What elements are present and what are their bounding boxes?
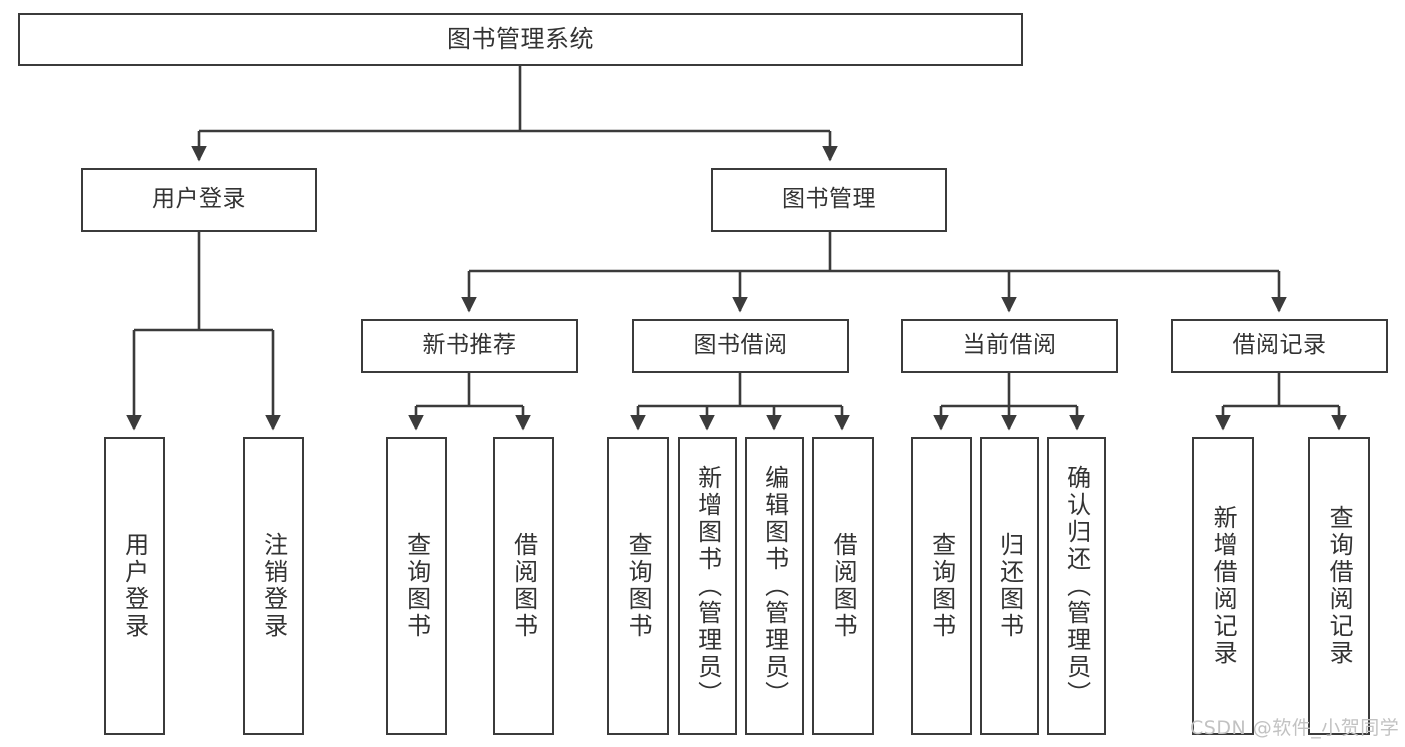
node-user-login-label: 用户登录: [152, 186, 246, 213]
node-leaf-user-login[interactable]: 用户登录: [104, 437, 165, 735]
node-leaf-return-book[interactable]: 归还图书: [980, 437, 1039, 735]
node-leaf-add-book-label: 新增图书（管理员）: [693, 464, 722, 708]
node-leaf-edit-book-label: 编辑图书（管理员）: [760, 464, 789, 708]
csdn-watermark: CSDN @软件_小贺同学: [1190, 717, 1400, 739]
node-current-borrow[interactable]: 当前借阅: [901, 319, 1118, 373]
node-new-book-recommend-label: 新书推荐: [422, 332, 517, 359]
node-leaf-add-book[interactable]: 新增图书（管理员）: [678, 437, 737, 735]
node-leaf-query-book-1-label: 查询图书: [402, 532, 431, 640]
node-leaf-borrow-book-1-label: 借阅图书: [509, 532, 538, 640]
node-book-manage[interactable]: 图书管理: [711, 168, 947, 232]
node-current-borrow-label: 当前借阅: [962, 332, 1057, 359]
node-leaf-user-logout-label: 注销登录: [259, 532, 288, 640]
node-borrow-record[interactable]: 借阅记录: [1171, 319, 1388, 373]
node-user-login[interactable]: 用户登录: [81, 168, 317, 232]
node-book-manage-label: 图书管理: [782, 186, 876, 213]
node-root[interactable]: 图书管理系统: [18, 13, 1023, 66]
node-leaf-borrow-book-2-label: 借阅图书: [829, 532, 858, 640]
node-leaf-add-record[interactable]: 新增借阅记录: [1192, 437, 1254, 735]
node-new-book-recommend[interactable]: 新书推荐: [361, 319, 578, 373]
node-book-borrow[interactable]: 图书借阅: [632, 319, 849, 373]
node-leaf-query-book-1[interactable]: 查询图书: [386, 437, 447, 735]
node-leaf-query-book-3-label: 查询图书: [927, 532, 956, 640]
node-leaf-user-login-label: 用户登录: [120, 532, 149, 640]
node-leaf-borrow-book-2[interactable]: 借阅图书: [812, 437, 874, 735]
node-book-borrow-label: 图书借阅: [693, 332, 788, 359]
node-leaf-add-record-label: 新增借阅记录: [1209, 505, 1238, 667]
node-leaf-query-record[interactable]: 查询借阅记录: [1308, 437, 1370, 735]
node-leaf-query-book-2-label: 查询图书: [624, 532, 653, 640]
node-leaf-user-logout[interactable]: 注销登录: [243, 437, 304, 735]
node-root-label: 图书管理系统: [447, 25, 594, 54]
node-leaf-query-record-label: 查询借阅记录: [1325, 505, 1354, 667]
node-borrow-record-label: 借阅记录: [1232, 332, 1327, 359]
node-leaf-edit-book[interactable]: 编辑图书（管理员）: [745, 437, 804, 735]
node-leaf-query-book-3[interactable]: 查询图书: [911, 437, 972, 735]
node-leaf-return-book-label: 归还图书: [995, 532, 1024, 640]
node-leaf-query-book-2[interactable]: 查询图书: [607, 437, 669, 735]
node-leaf-borrow-book-1[interactable]: 借阅图书: [493, 437, 554, 735]
node-leaf-confirm-return-label: 确认归还（管理员）: [1062, 464, 1091, 708]
node-leaf-confirm-return[interactable]: 确认归还（管理员）: [1047, 437, 1106, 735]
